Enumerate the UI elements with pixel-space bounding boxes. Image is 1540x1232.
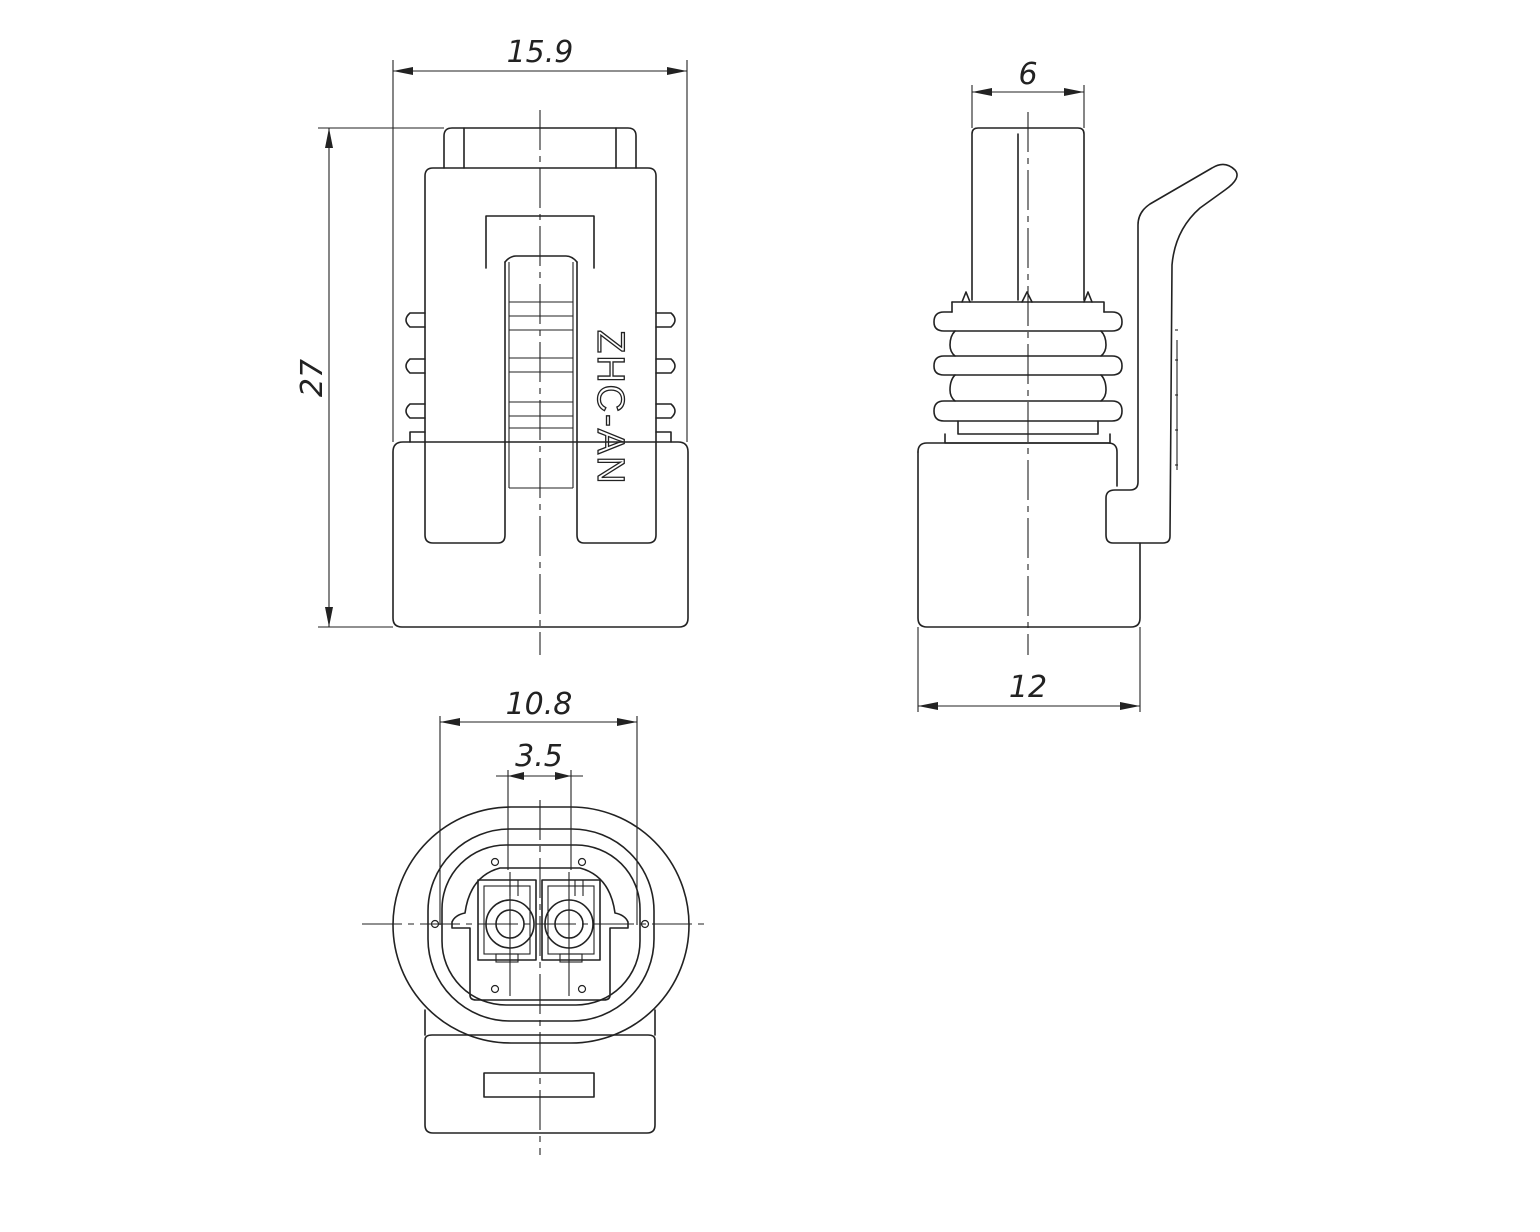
dim-front-width: 15.9 <box>392 35 688 442</box>
dim-bottom-outer-width: 10.8 <box>439 687 638 925</box>
dim-side-top-width-label: 6 <box>1018 57 1037 92</box>
dim-bottom-pitch-label: 3.5 <box>515 739 563 774</box>
dim-side-top-width: 6 <box>971 57 1085 128</box>
dim-bottom-outer-width-label: 10.8 <box>506 687 573 722</box>
side-view <box>917 112 1238 655</box>
dim-bottom-pitch: 3.5 <box>496 739 583 870</box>
dim-front-width-label: 15.9 <box>507 35 574 70</box>
dim-front-height: 27 <box>295 127 444 628</box>
body-marking-text: ZHC-AN <box>589 330 631 486</box>
dim-front-height-label: 27 <box>295 359 330 397</box>
bottom-view <box>362 800 708 1155</box>
dim-side-bottom-width-label: 12 <box>1009 670 1047 705</box>
dim-side-bottom-width: 12 <box>917 627 1141 712</box>
front-view: ZHC-AN <box>392 110 689 655</box>
